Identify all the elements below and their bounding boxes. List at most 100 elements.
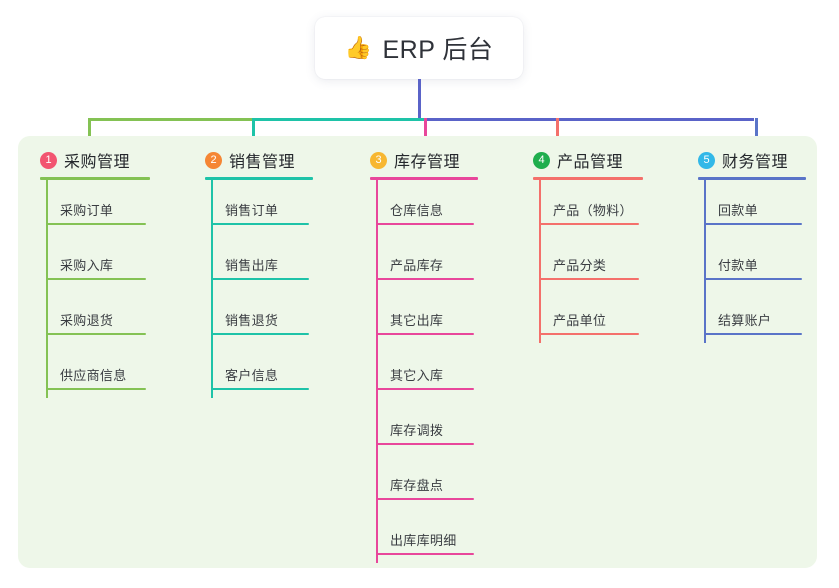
list-item-label: 销售订单 [225,203,279,218]
list-item-rule [376,333,474,335]
list-item-label: 销售出库 [225,258,279,273]
list-item[interactable]: 销售退货 [205,312,309,335]
list-item-rule [211,388,309,390]
column-title-4: 产品管理 [557,154,624,171]
list-item[interactable]: 供应商信息 [40,367,146,390]
list-item[interactable]: 其它出库 [370,312,474,335]
column-title-1: 采购管理 [64,154,131,171]
connector-trunk [418,79,421,120]
list-item[interactable]: 采购入库 [40,257,146,280]
column-header-5[interactable]: 5 财务管理 [698,148,839,172]
root-node[interactable]: 👍 ERP 后台 [315,17,523,79]
branch-card [18,136,817,568]
column-rule-2 [205,177,313,180]
root-title: 👍 ERP 后台 [345,30,494,66]
list-item-rule [211,278,309,280]
list-item-rule [211,223,309,225]
column-2: 2 销售管理销售订单销售出库销售退货客户信息 [205,148,353,400]
list-item[interactable]: 回款单 [698,202,802,225]
column-items-2: 销售订单销售出库销售退货客户信息 [205,180,353,400]
root-title-text: ERP 后台 [382,36,494,64]
list-item-rule [46,333,146,335]
column-items-5: 回款单付款单结算账户 [698,180,839,345]
column-5: 5 财务管理回款单付款单结算账户 [698,148,839,345]
column-title-5: 财务管理 [722,154,789,171]
column-spine-1 [46,180,48,398]
list-item-rule [539,333,639,335]
list-item-label: 客户信息 [225,368,279,383]
column-items-1: 采购订单采购入库采购退货供应商信息 [40,180,190,400]
list-item-label: 采购订单 [60,203,114,218]
list-item[interactable]: 其它入库 [370,367,474,390]
list-item-label: 其它出库 [390,313,444,328]
connector-drop-3 [424,118,427,147]
list-item-rule [46,278,146,280]
list-item-rule [376,223,474,225]
list-item-label: 产品分类 [553,258,607,273]
list-item-label: 销售退货 [225,313,279,328]
column-1: 1 采购管理采购订单采购入库采购退货供应商信息 [40,148,190,400]
list-item-label: 仓库信息 [390,203,444,218]
column-badge-5: 5 [698,151,715,169]
column-spine-5 [704,180,706,343]
connector-bar-segment-3 [424,118,754,121]
list-item[interactable]: 产品（物料） [533,202,639,225]
list-item-rule [539,278,639,280]
column-rule-3 [370,177,478,180]
column-items-4: 产品（物料） 产品分类产品单位 [533,180,683,345]
list-item-rule [704,223,802,225]
list-item-label: 产品单位 [553,313,607,328]
list-item[interactable]: 仓库信息 [370,202,474,225]
list-item[interactable]: 产品库存 [370,257,474,280]
connector-drop-4 [556,118,559,147]
list-item-rule [376,498,474,500]
column-header-2[interactable]: 2 销售管理 [205,148,353,172]
column-rule-5 [698,177,806,180]
list-item[interactable]: 库存盘点 [370,477,474,500]
list-item[interactable]: 采购订单 [40,202,146,225]
list-item[interactable]: 销售出库 [205,257,309,280]
list-item[interactable]: 库存调拨 [370,422,474,445]
list-item-rule [704,333,802,335]
list-item-rule [704,278,802,280]
list-item-label: 结算账户 [718,313,772,328]
list-item-rule [46,388,146,390]
column-rule-1 [40,177,150,180]
list-item-rule [539,223,639,225]
connector-bar-segment-2 [252,118,424,121]
list-item[interactable]: 销售订单 [205,202,309,225]
list-item-label: 采购入库 [60,258,114,273]
list-item[interactable]: 采购退货 [40,312,146,335]
list-item-label: 库存调拨 [390,423,444,438]
connector-bar-segment-1 [88,118,252,121]
list-item[interactable]: 产品分类 [533,257,639,280]
list-item[interactable]: 付款单 [698,257,802,280]
list-item[interactable]: 出库库明细 [370,532,474,555]
list-item-rule [211,333,309,335]
connector-drop-5 [755,118,758,147]
column-header-4[interactable]: 4 产品管理 [533,148,683,172]
column-badge-1: 1 [40,151,57,169]
column-title-2: 销售管理 [229,154,296,171]
list-item-label: 付款单 [718,258,758,273]
list-item[interactable]: 客户信息 [205,367,309,390]
column-spine-3 [376,180,378,563]
list-item-rule [376,553,474,555]
column-header-1[interactable]: 1 采购管理 [40,148,190,172]
list-item-label: 其它入库 [390,368,444,383]
column-badge-4: 4 [533,151,550,169]
list-item-label: 供应商信息 [60,368,127,383]
column-rule-4 [533,177,643,180]
list-item[interactable]: 结算账户 [698,312,802,335]
column-4: 4 产品管理产品（物料） 产品分类产品单位 [533,148,683,345]
column-title-3: 库存管理 [394,154,461,171]
list-item[interactable]: 产品单位 [533,312,639,335]
column-badge-2: 2 [205,151,222,169]
list-item-label: 回款单 [718,203,758,218]
list-item-label: 产品（物料） [553,203,633,218]
list-item-rule [376,388,474,390]
list-item-rule [376,443,474,445]
list-item-label: 库存盘点 [390,478,444,493]
